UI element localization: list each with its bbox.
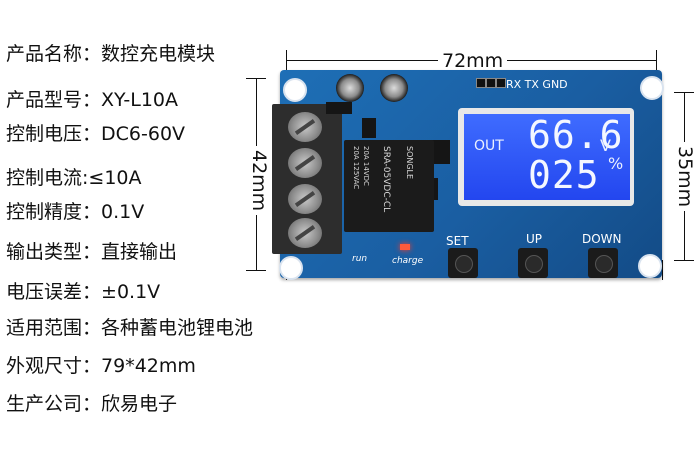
up-button-label: UP [526,232,543,246]
spec-row: 产品型号：XY-L10A [6,86,178,114]
spec-row: 外观尺寸：79*42mm [6,352,196,380]
terminal-screw [288,148,322,178]
lcd-out-indicator: OUT [474,138,504,154]
spec-separator: ： [82,201,102,223]
spec-label: 适用范围 [6,317,83,339]
spec-row: 适用范围：各种蓄电池锂电池 [6,314,253,342]
smd-chip [326,102,352,114]
spec-value: ±0.1V [101,281,161,303]
relay-spec-line: 20A 125VAC [352,146,360,190]
dimension-tick [246,78,266,79]
lcd-percent-value: 025 [528,153,600,197]
spec-value: 79*42mm [101,355,196,377]
down-button-label: DOWN [582,232,622,246]
dimension-right-label: 35mm [674,142,696,212]
capacitor [380,74,408,102]
header-pin [486,78,496,88]
relay-model: SRA-05VDC-CL [381,146,391,213]
spec-row: 输出类型：直接输出 [6,238,177,266]
spec-row: 控制电压：DC6-60V [6,120,185,148]
dimension-tick [246,270,266,271]
spec-label: 控制精度 [6,201,83,223]
spec-value: DC6-60V [101,123,186,145]
dimension-top-label: 72mm [438,50,508,72]
uart-header-label: RX TX GND [506,78,568,91]
spec-separator: : [82,167,89,189]
spec-row: 控制精度：0.1V [6,198,144,226]
spec-label: 控制电压 [6,123,83,145]
spec-value: 直接输出 [101,241,178,263]
spec-label: 产品型号 [6,89,83,111]
spec-label: 外观尺寸 [6,355,83,377]
mounting-hole [640,76,664,100]
spec-label: 生产公司 [6,393,83,415]
spec-separator: ： [82,317,102,339]
spec-label: 输出类型 [6,241,83,263]
up-button[interactable] [518,248,548,278]
spec-label: 产品名称 [6,43,83,65]
spec-label: 控制电流 [6,167,83,189]
dimension-tick [286,50,287,70]
set-button-label: SET [446,234,469,248]
down-button[interactable] [588,248,618,278]
header-pin [496,78,506,88]
lcd-display [464,114,630,200]
capacitor [336,74,364,102]
spec-value: ≤10A [88,167,142,189]
dimension-tick [674,260,694,261]
spec-separator: ： [82,123,102,145]
spec-separator: ： [82,43,102,65]
spec-value: 数控充电模块 [101,43,216,65]
spec-label: 电压误差 [6,281,83,303]
mounting-hole [283,78,307,102]
spec-separator: ： [82,355,102,377]
terminal-screw [288,218,322,248]
terminal-screw [288,112,322,142]
dimension-left-label: 42mm [248,146,270,216]
dimension-tick [674,92,694,93]
relay-spec-line: 20A 14VDC [362,146,370,186]
spec-separator: ： [82,241,102,263]
spec-row: 电压误差：±0.1V [6,278,160,306]
screw-terminal-block [272,104,342,254]
mounting-hole [638,254,662,278]
spec-separator: ： [82,281,102,303]
charge-led [400,244,410,250]
spec-row: 控制电流:≤10A [6,164,142,192]
spec-value: XY-L10A [101,89,179,111]
lcd-voltage-unit: V [600,136,611,155]
spec-row: 产品名称：数控充电模块 [6,40,215,68]
relay-brand: SONGLE [405,146,414,180]
spec-value: 各种蓄电池锂电池 [101,317,254,339]
lcd-percent-unit: % [608,154,624,173]
mounting-hole [279,256,303,280]
charge-label: charge [392,256,424,266]
header-pin [476,78,486,88]
smd-chip [362,118,376,138]
spec-value: 0.1V [101,201,145,223]
spec-separator: ： [82,393,102,415]
lcd-voltage-value: 66.6 [528,113,624,157]
terminal-screw [288,184,322,214]
dimension-tick [656,50,657,70]
dimension-tick [662,260,663,280]
run-label: run [352,254,368,264]
set-button[interactable] [448,248,478,278]
relay: 20A 14VDC 20A 125VAC SRA-05VDC-CL SONGLE [344,140,434,232]
spec-value: 欣易电子 [101,393,178,415]
spec-separator: ： [82,89,102,111]
spec-row: 生产公司：欣易电子 [6,390,177,418]
